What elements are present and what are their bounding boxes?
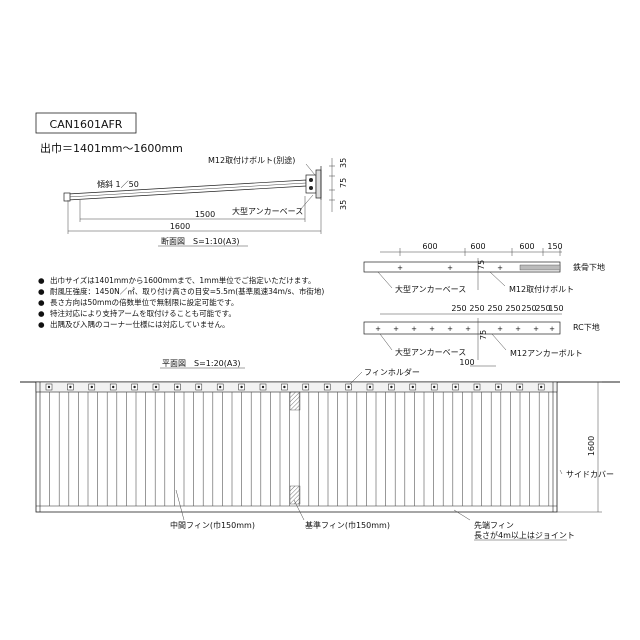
plan-view: 平面図 S=1:20(A3) 1600 フィンホルダー サイドカバー 中間フィン… [20, 359, 620, 541]
section-view: 35 75 35 M12取付けボルト(別途) 傾斜 1／50 大型アンカーベース… [63, 155, 348, 247]
dim-75: 75 [339, 178, 348, 188]
holder-bolt [433, 385, 436, 389]
plan-title: 平面図 S=1:20(A3) [162, 359, 241, 368]
svg-text:●: ● [38, 320, 45, 329]
steel-dim-75: 75 [477, 260, 486, 270]
dim-1500: 1500 [195, 210, 215, 219]
mid-fin-label: 中間フィン(巾150mm) [170, 520, 255, 530]
svg-text:●: ● [38, 298, 45, 307]
model-box [35, 112, 137, 134]
rc-dim-2: 250 [469, 304, 484, 313]
holder-bolt [540, 385, 543, 389]
svg-text:+: + [411, 325, 417, 333]
holder-bolt [219, 385, 222, 389]
fin-holder-label: フィンホルダー [364, 367, 420, 377]
dim-35-bottom: 35 [339, 200, 348, 210]
rc-base-plate [363, 321, 561, 335]
holder-bolt [411, 385, 414, 389]
rc-dim-100: 100 [459, 358, 474, 367]
steel-dim-2: 600 [470, 242, 485, 251]
rc-dim-6: 250 [535, 304, 550, 313]
tip-fin-label: 先端フィン [474, 520, 514, 530]
rc-base-label: 大型アンカーベース [395, 347, 466, 357]
svg-text:●: ● [38, 309, 45, 318]
steel-dim-3: 600 [519, 242, 534, 251]
fin-lines [45, 383, 550, 506]
holder-bolt [261, 385, 265, 389]
rc-dim-5: 250 [521, 304, 536, 313]
bracket [305, 174, 317, 194]
svg-text:+: + [447, 264, 453, 272]
note-2: 耐風圧強度：1450N／㎡、取り付け高さの目安=5.5m(基準風速34m/s、市… [50, 286, 324, 296]
holder-bolt [176, 385, 179, 389]
steel-label: 鉄骨下地 [573, 262, 605, 272]
svg-text:+: + [393, 325, 399, 333]
steel-bolt-label: M12取付けボルト [509, 284, 574, 294]
holder-bolt [47, 385, 51, 389]
svg-text:+: + [549, 325, 555, 333]
note-1: 出巾サイズは1401mmから1600mmまで、1mm単位でご指定いただけます。 [50, 275, 316, 285]
holder-bolt [390, 385, 393, 389]
svg-text:+: + [533, 325, 539, 333]
holder-bolt [154, 385, 158, 389]
holder-bolt [368, 385, 372, 389]
holder-bolt [475, 385, 479, 389]
holder-bolt [454, 385, 457, 389]
section-bolt-label: M12取付けボルト(別途) [208, 155, 295, 165]
svg-text:+: + [497, 264, 503, 272]
base-fin-hatch-bottom [289, 485, 301, 505]
steel-detail: 600 600 600 150 + + + 75 大型アンカーベース M12取付… [363, 242, 605, 294]
tip-fin-note: 長さが4m以上はジョイント [474, 530, 575, 540]
rc-dim-3: 250 [487, 304, 502, 313]
notes: ● 出巾サイズは1401mmから1600mmまで、1mm単位でご指定いただけます… [38, 275, 324, 329]
holder-bolt [133, 385, 136, 389]
rc-bolt-label: M12アンカーボルト [510, 349, 583, 358]
rc-dim-75: 75 [479, 330, 488, 340]
steel-dim-1: 600 [422, 242, 437, 251]
holder-bolt [497, 385, 500, 389]
rc-dim-7: 150 [548, 304, 563, 313]
steel-base-label: 大型アンカーベース [395, 284, 466, 294]
holder-bolt [326, 385, 329, 389]
section-title: 断面図 S=1:10(A3) [161, 236, 240, 246]
holder-bolt [240, 385, 243, 389]
holder-bolt [283, 385, 286, 389]
range-text: 出巾＝1401mm〜1600mm [40, 141, 183, 155]
holder-bolt [347, 385, 350, 389]
svg-text:+: + [515, 325, 521, 333]
note-4: 特注対応により支持アームを取付けることも可能です。 [50, 308, 236, 318]
svg-text:+: + [375, 325, 381, 333]
rc-label: RC下地 [573, 322, 600, 332]
steel-dim-4: 150 [547, 242, 562, 251]
holder-bolt [304, 385, 307, 389]
note-5: 出隅及び入隅のコーナー仕様には対応していません。 [50, 319, 230, 329]
dim-1600: 1600 [170, 222, 190, 231]
rc-detail: 250 250 250 250 250 250 150 + + + + + + … [363, 304, 600, 367]
svg-text:+: + [465, 325, 471, 333]
base-fin-label: 基準フィン(巾150mm) [305, 520, 390, 530]
side-cover-label: サイドカバー [566, 470, 614, 479]
holder-bolt [518, 385, 521, 389]
slope-label: 傾斜 1／50 [97, 179, 139, 189]
rc-dim-4: 250 [505, 304, 520, 313]
svg-text:●: ● [38, 287, 45, 296]
holder-bolt [112, 385, 115, 389]
section-base-label: 大型アンカーベース [232, 206, 303, 216]
model-name: CAN1601AFR [50, 118, 123, 131]
svg-text:+: + [397, 264, 403, 272]
rc-dim-1: 250 [451, 304, 466, 313]
svg-text:+: + [429, 325, 435, 333]
base-fin-hatch-top [289, 391, 301, 411]
dim-35-top: 35 [339, 158, 348, 168]
holder-bolt [69, 385, 72, 389]
svg-text:●: ● [38, 276, 45, 285]
plan-depth-dim: 1600 [587, 436, 596, 456]
holder-bolt [90, 385, 94, 389]
holder-bolt [197, 385, 200, 389]
svg-text:+: + [447, 325, 453, 333]
svg-text:+: + [497, 325, 503, 333]
note-3: 長さ方向は50mmの倍数単位で無制限に設定可能です。 [50, 297, 238, 307]
